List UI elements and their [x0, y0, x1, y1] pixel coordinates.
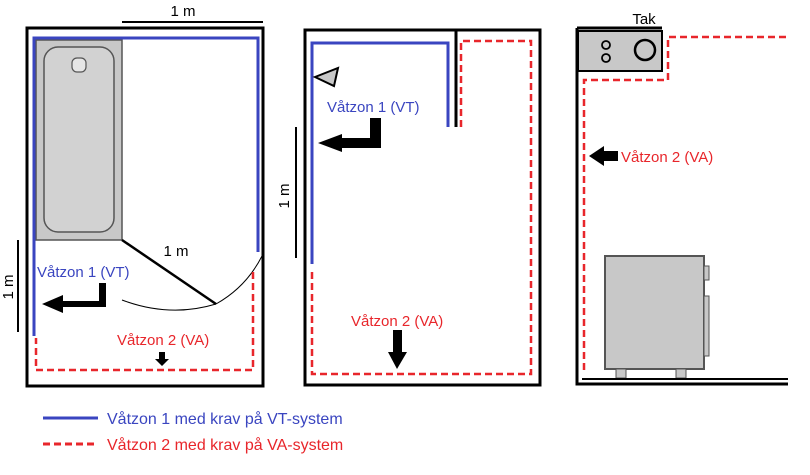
bathtub-icon: [35, 39, 123, 241]
ceiling-unit-icon: [577, 30, 663, 72]
legend: Våtzon 1 med krav på VT-system Våtzon 2 …: [43, 410, 343, 454]
shower-head-icon: [312, 66, 340, 88]
arrow-left-small-icon: [589, 146, 618, 166]
scale-label-diagonal: 1 m: [163, 243, 188, 260]
scale-label-left-1: 1 m: [0, 274, 17, 299]
va-zone-line: [34, 272, 255, 372]
scale-label-left-2: 1 m: [276, 183, 293, 208]
label-va-panel1: Våtzon 2 (VA): [117, 332, 209, 349]
arrow-left-icon: [318, 118, 381, 152]
room-outline: [303, 28, 542, 387]
scale-label-top: 1 m: [170, 3, 195, 20]
va-zone-line: [582, 35, 786, 374]
room-walls: [575, 28, 788, 386]
label-vt-panel2: Våtzon 1 (VT): [327, 99, 420, 116]
arrow-down-icon: [388, 330, 407, 369]
door-swing-arc: [215, 255, 263, 305]
arrow-down-small-icon: [155, 352, 169, 366]
legend-vt-label: Våtzon 1 med krav på VT-system: [107, 410, 343, 428]
vt-zone-line: [32, 36, 260, 336]
panel-bathroom-with-tub: 1 m 1 m 1 m Våtzon 1 (VT) Våtzon 2 (VA): [0, 3, 265, 388]
label-va-panel3: Våtzon 2 (VA): [621, 149, 713, 166]
vt-zone-line: [310, 41, 450, 264]
label-vt-panel1: Våtzon 1 (VT): [37, 264, 130, 281]
label-tak: Tak: [632, 11, 656, 28]
washing-machine-icon: [604, 255, 710, 379]
legend-va-label: Våtzon 2 med krav på VA-system: [107, 436, 343, 454]
label-va-panel2: Våtzon 2 (VA): [351, 313, 443, 330]
room-outline: [25, 26, 265, 388]
panel-laundry-room: Tak Våtzon 2 (VA): [575, 11, 788, 386]
arrow-left-icon: [42, 283, 106, 313]
door-swing-arc-lower: [121, 299, 217, 311]
panel-bathroom-corner-shower: 1 m Våtzon 1 (VT) Våtzon 2 (VA): [276, 28, 542, 387]
va-zone-line: [310, 39, 533, 376]
door-leaf: [121, 238, 217, 306]
